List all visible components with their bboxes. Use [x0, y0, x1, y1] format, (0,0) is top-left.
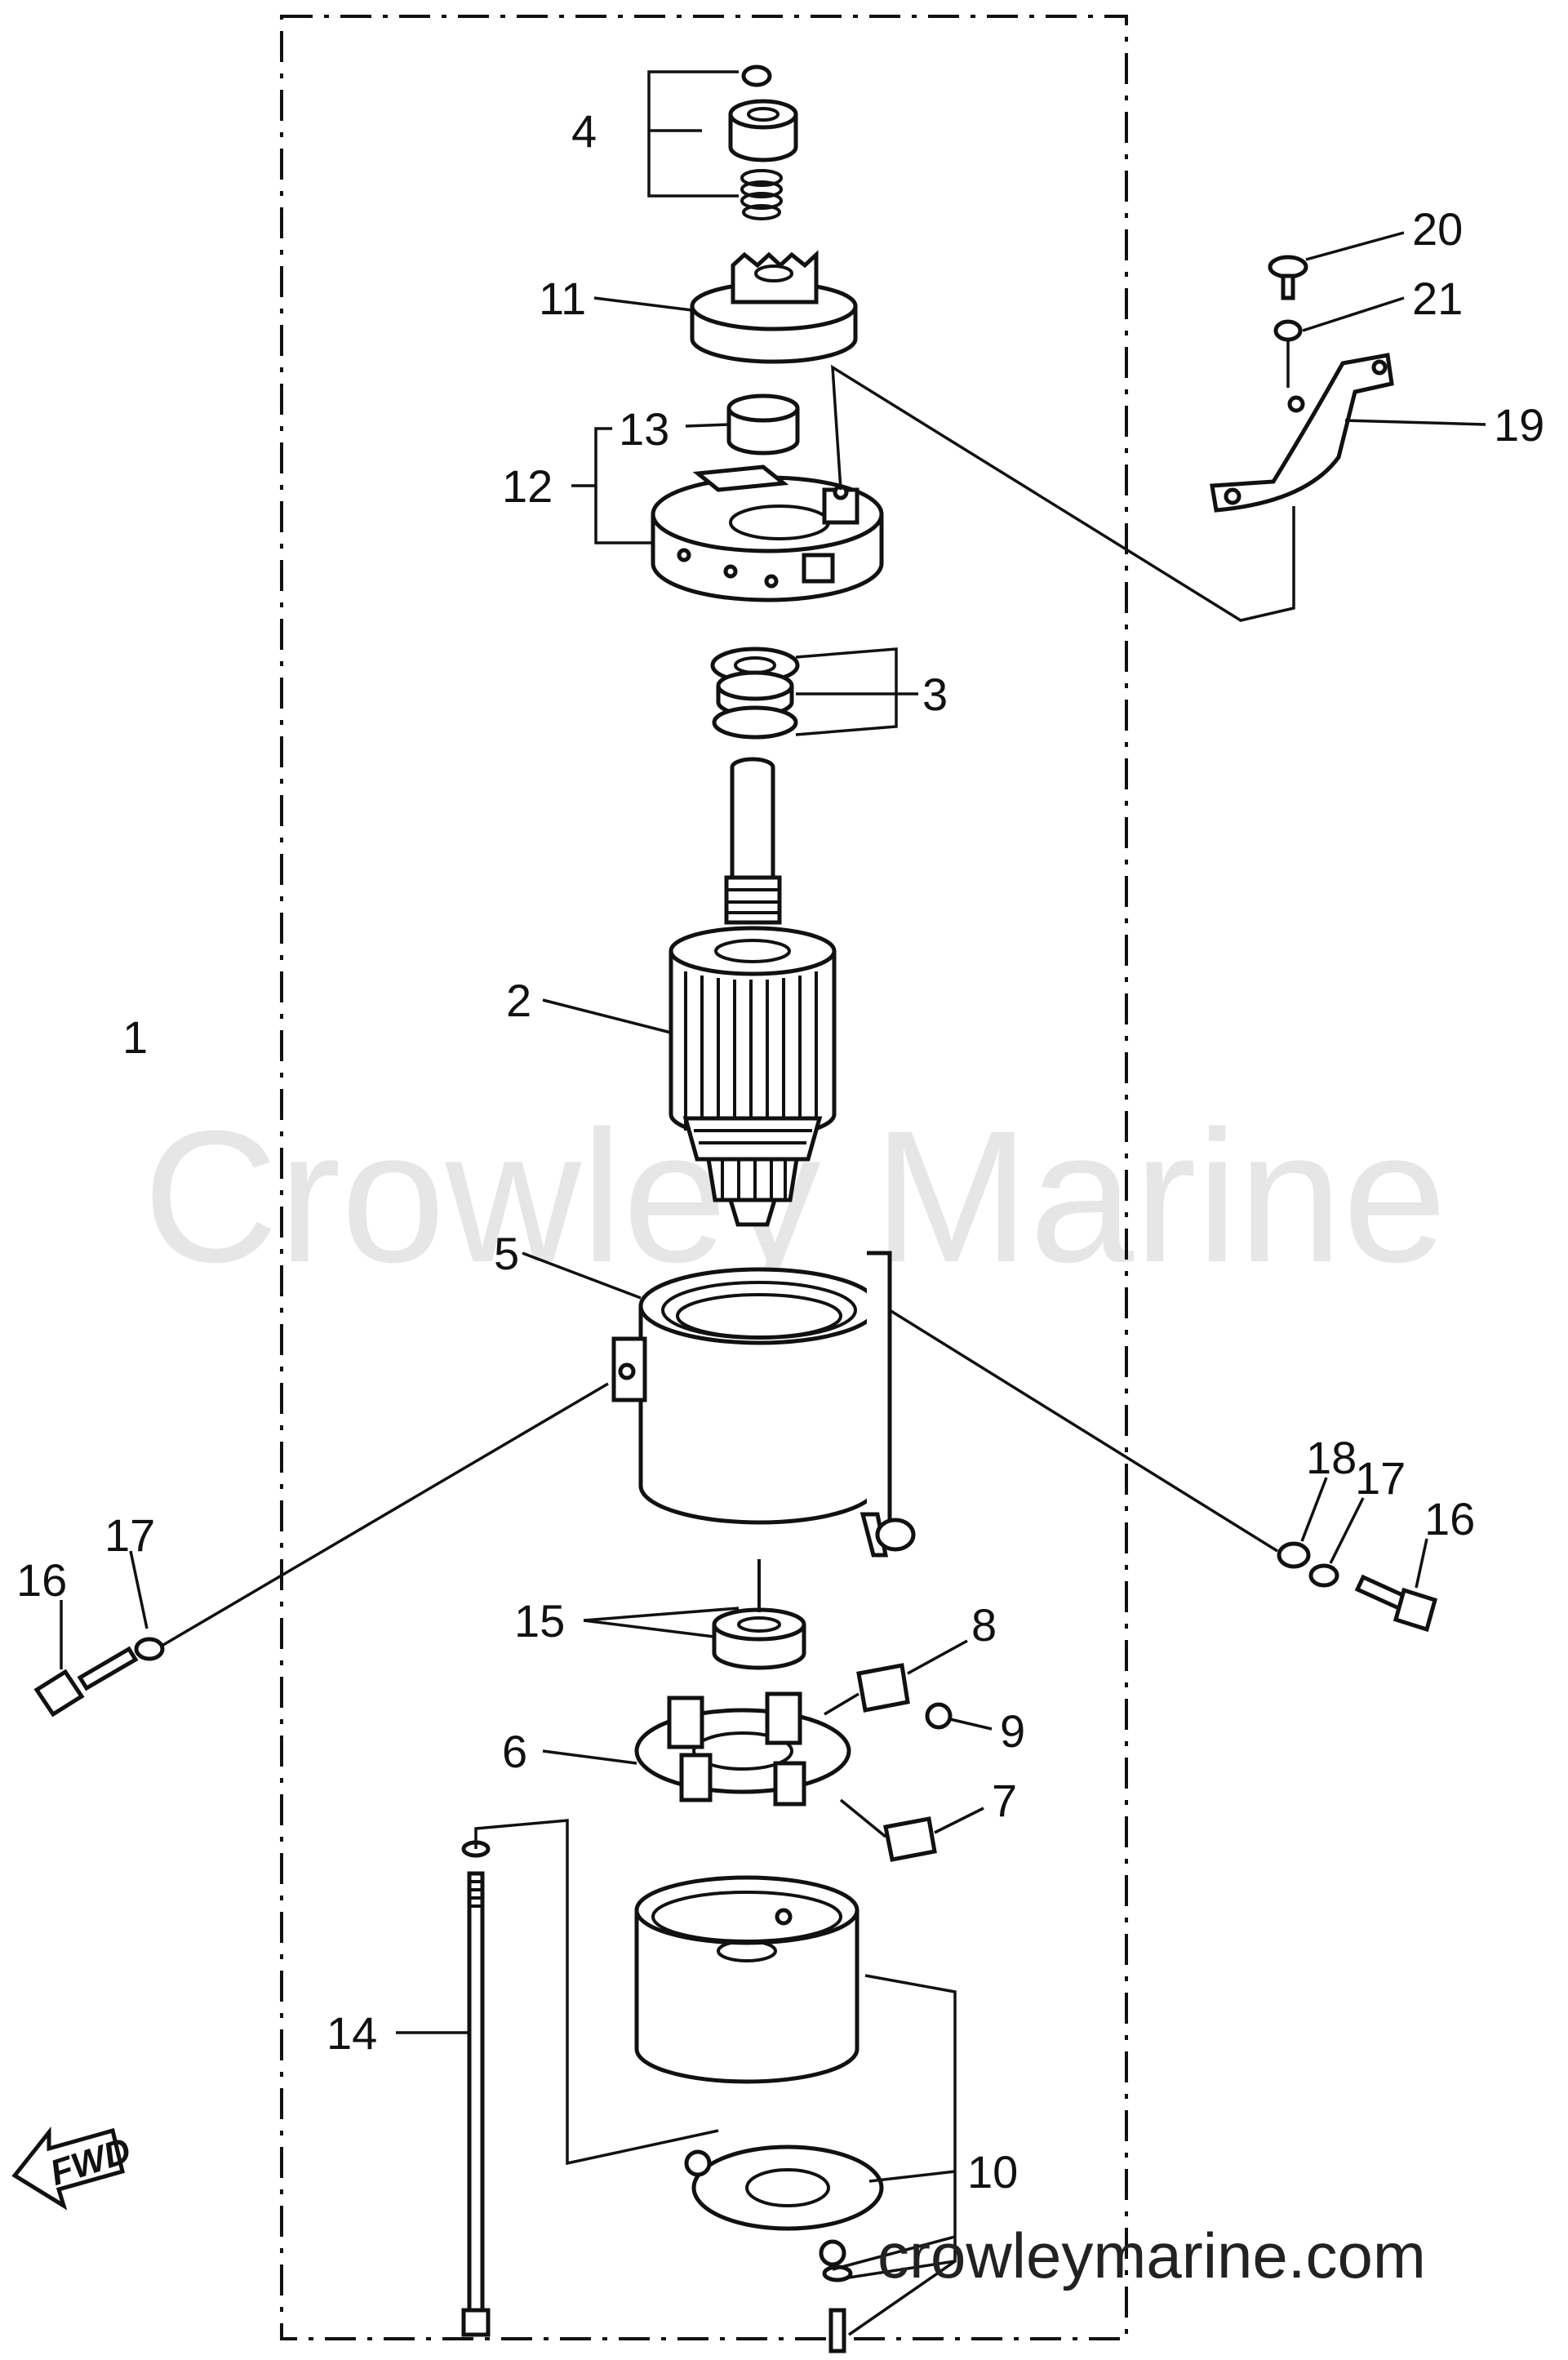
forward-direction-arrow: FWD [11, 2126, 135, 2211]
callout-17-right: 17 [1355, 1452, 1406, 1504]
part-21-washer [1273, 296, 1405, 388]
site-url-text: crowleymarine.com [877, 2220, 1426, 2291]
part-3-thrust-washers [710, 647, 918, 740]
part-19-stay-bracket [831, 353, 1486, 622]
callout-5: 5 [494, 1228, 519, 1279]
part-5-yoke-housing [522, 1251, 916, 1558]
callout-12: 12 [502, 460, 553, 512]
part-4-pinion-stop-set [647, 64, 798, 220]
callout-15: 15 [514, 1595, 565, 1647]
assembly-boundary [280, 15, 1128, 2340]
callout-14: 14 [326, 2007, 377, 2059]
callout-16-left: 16 [16, 1554, 67, 1606]
part-6-brush-holder [542, 1691, 851, 1807]
part-11-pinion-gear [593, 250, 858, 364]
part-13-bushing [685, 393, 800, 456]
part-10-rear-bracket [634, 1875, 957, 2353]
callout-21: 21 [1412, 273, 1463, 324]
callout-10: 10 [967, 2146, 1018, 2198]
callout-2: 2 [506, 975, 531, 1026]
part-9-screw [925, 1702, 993, 1731]
part-12-front-bracket [571, 427, 884, 602]
part-14-through-bolt [396, 1819, 719, 2337]
callout-3: 3 [922, 669, 948, 720]
callout-17-left: 17 [104, 1509, 155, 1561]
callout-7: 7 [992, 1775, 1017, 1826]
part-20-screw [1268, 231, 1405, 300]
part-8-brush [824, 1639, 968, 1716]
callout-11: 11 [539, 273, 586, 324]
callout-9: 9 [1000, 1705, 1025, 1757]
callout-16-right: 16 [1424, 1493, 1475, 1544]
callout-19: 19 [1494, 399, 1544, 451]
part-16-bolt-right [1354, 1538, 1438, 1633]
callout-13: 13 [619, 403, 669, 455]
callout-1: 1 [122, 1011, 148, 1063]
callout-6: 6 [502, 1726, 527, 1777]
part-16-bolt-left [33, 1600, 139, 1718]
part-7-brush [839, 1798, 984, 1862]
callout-4: 4 [571, 105, 597, 157]
part-2-armature [542, 757, 837, 1227]
callout-20: 20 [1412, 203, 1463, 255]
part-17-washer-left [129, 1382, 609, 1661]
callout-8: 8 [971, 1599, 997, 1651]
callout-18: 18 [1306, 1432, 1357, 1483]
part-17-washer-right [1308, 1497, 1365, 1588]
part-15-grommet [583, 1559, 806, 1670]
part-18-washer-right [889, 1309, 1328, 1569]
